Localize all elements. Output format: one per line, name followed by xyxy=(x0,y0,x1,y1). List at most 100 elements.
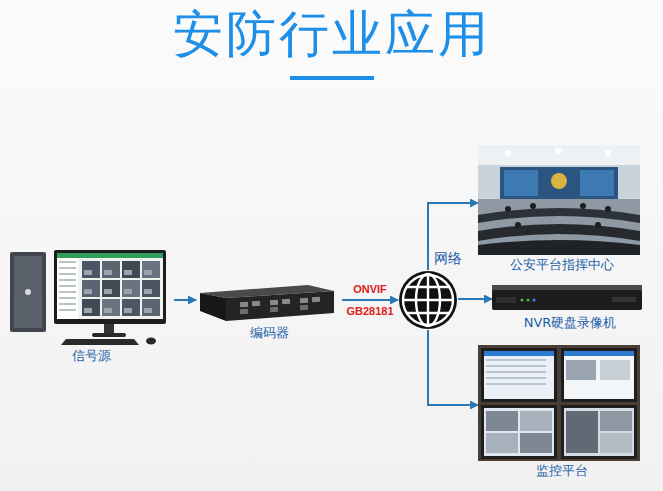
illustration-part xyxy=(82,261,100,278)
illustration-part xyxy=(200,293,226,321)
illustration-part xyxy=(564,408,634,456)
illustration-part xyxy=(124,308,132,313)
illustration-part xyxy=(478,240,640,255)
illustration-part xyxy=(481,405,557,459)
illustration-part xyxy=(282,299,290,305)
illustration-part xyxy=(486,365,546,367)
illustration-part xyxy=(478,145,640,165)
illustration-part xyxy=(240,302,248,308)
illustration-part xyxy=(61,339,139,345)
illustration-part xyxy=(486,411,518,431)
illustration-part xyxy=(240,309,248,315)
illustration-part xyxy=(492,290,642,310)
illustration-part xyxy=(59,309,76,311)
network-connector xyxy=(428,330,478,405)
illustration-part xyxy=(484,351,554,399)
illustration-part xyxy=(84,308,92,313)
protocol-label: ONVIF GB28181 xyxy=(343,278,397,322)
illustration-part xyxy=(564,351,634,399)
illustration-part xyxy=(102,280,120,297)
illustration-part xyxy=(551,173,567,189)
illustration-part xyxy=(496,297,516,303)
illustration-part xyxy=(122,261,140,278)
monitoring-platform-photo: 监控平台 xyxy=(478,345,646,479)
illustration-part xyxy=(59,261,76,263)
illustration-part xyxy=(486,371,546,373)
illustration xyxy=(8,246,174,346)
illustration-part xyxy=(59,303,76,305)
illustration-part xyxy=(555,148,561,154)
illustration-part xyxy=(59,273,76,275)
illustration-part xyxy=(564,351,634,356)
illustration-part xyxy=(612,297,636,302)
illustration-part xyxy=(122,299,140,316)
encoder-device: 编码器 xyxy=(196,283,342,341)
node-label: NVR硬盘录像机 xyxy=(492,315,648,331)
illustration-part xyxy=(92,333,126,337)
illustration-part xyxy=(57,258,78,319)
illustration-part xyxy=(486,383,546,385)
node-label: 信号源 xyxy=(8,348,174,364)
illustration-part xyxy=(515,222,521,228)
illustration-part xyxy=(600,360,630,380)
node-label: 监控平台 xyxy=(478,463,646,479)
node-label: 网络 xyxy=(434,250,462,266)
illustration-part xyxy=(484,408,554,456)
illustration-part xyxy=(104,270,112,275)
illustration-part xyxy=(580,203,586,209)
illustration-part xyxy=(561,348,637,402)
illustration-part xyxy=(520,433,552,453)
illustration-part xyxy=(59,291,76,293)
illustration-part xyxy=(102,261,120,278)
illustration-part xyxy=(478,145,640,255)
title-underline xyxy=(290,76,374,80)
illustration-part xyxy=(532,298,535,301)
command-center-photo: 公安平台指挥中心 xyxy=(478,145,646,273)
illustration-part xyxy=(580,170,614,196)
illustration-part xyxy=(561,405,637,459)
illustration-part xyxy=(600,433,632,453)
illustration-part xyxy=(605,206,611,212)
network-connector xyxy=(174,299,196,301)
illustration-part xyxy=(500,167,618,199)
illustration-part xyxy=(196,283,336,323)
illustration-part xyxy=(57,253,163,258)
illustration-part xyxy=(504,170,538,196)
illustration-part xyxy=(505,150,511,156)
illustration-part xyxy=(300,298,308,304)
illustration-part xyxy=(142,280,160,297)
illustration-part xyxy=(270,307,278,313)
illustration-part xyxy=(530,203,536,209)
illustration-part xyxy=(142,299,160,316)
illustration-part xyxy=(398,270,458,330)
illustration-part xyxy=(59,297,76,299)
illustration-part xyxy=(146,338,156,345)
illustration-part xyxy=(25,289,31,295)
illustration-part xyxy=(478,208,640,223)
illustration-part xyxy=(399,271,457,329)
illustration xyxy=(492,285,648,313)
network-connector xyxy=(342,299,398,301)
illustration xyxy=(196,283,342,323)
illustration-part xyxy=(600,411,632,431)
signal-source-computer: 信号源 xyxy=(8,246,174,364)
illustration-part xyxy=(478,345,640,461)
illustration-part xyxy=(124,270,132,275)
illustration-part xyxy=(402,299,454,301)
illustration-part xyxy=(486,359,546,361)
illustration-part xyxy=(492,285,642,313)
illustration-part xyxy=(104,324,114,334)
illustration-part xyxy=(122,280,140,297)
illustration-part xyxy=(54,250,166,324)
illustration-part xyxy=(566,411,598,453)
illustration-part xyxy=(144,308,152,313)
illustration-part xyxy=(481,348,557,402)
illustration-part xyxy=(403,275,453,325)
illustration-part xyxy=(226,291,334,321)
illustration-part xyxy=(10,252,46,332)
illustration-part xyxy=(478,145,640,255)
diagram-title: 安防行业应用 xyxy=(0,2,663,66)
illustration-part xyxy=(605,150,611,156)
illustration-part xyxy=(505,206,511,212)
